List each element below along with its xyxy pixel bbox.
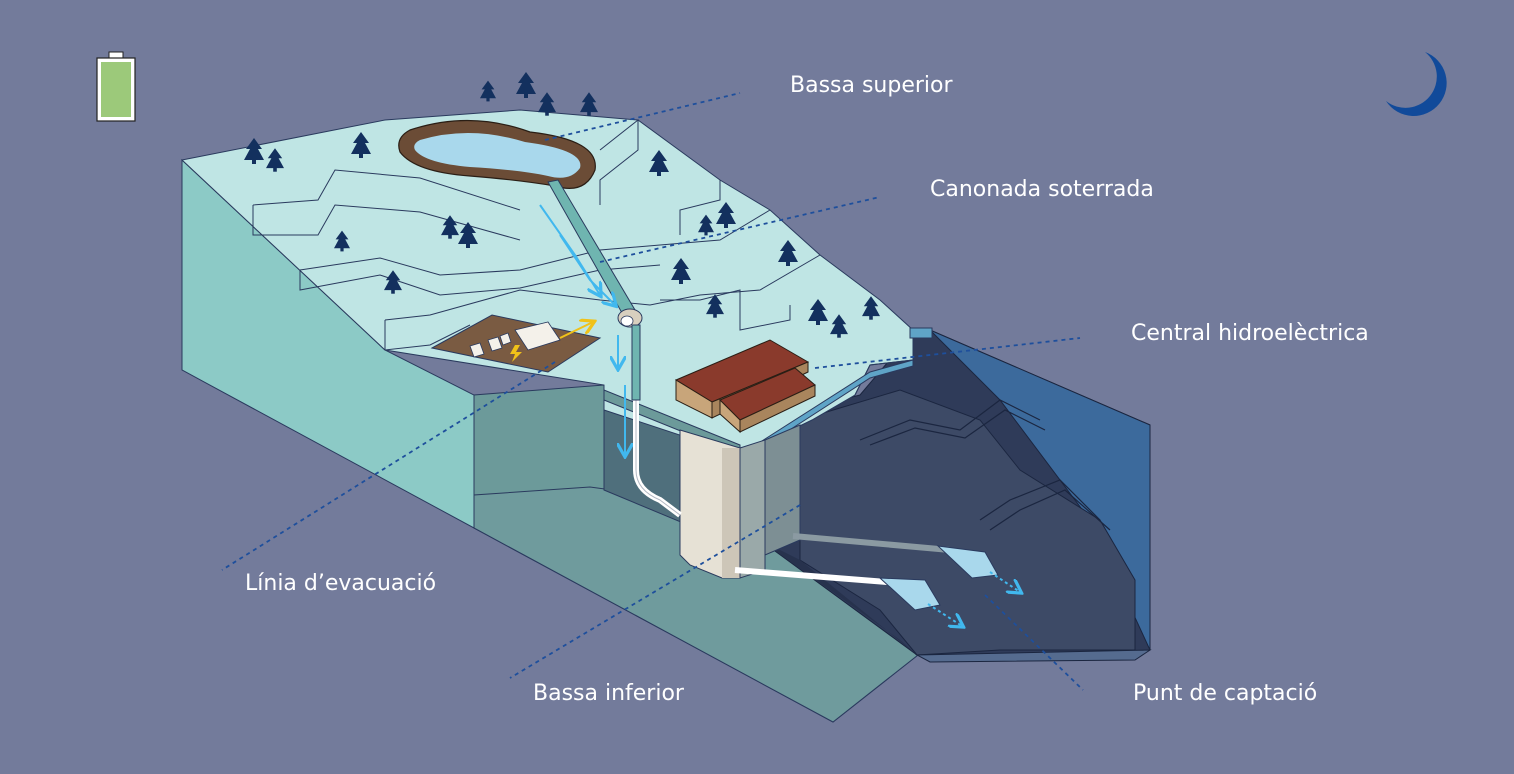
power-plant-building [674, 339, 816, 434]
buried-pipe-label: Canonada soterrada [930, 177, 1154, 202]
lower-reservoir-cavity [759, 329, 1152, 663]
leader-lines [221, 92, 1084, 691]
battery-full-icon [96, 51, 136, 122]
upper-reservoir-label: Bassa superior [790, 73, 953, 98]
substation [430, 314, 602, 373]
penstock-pipe [539, 179, 643, 455]
lower-reservoir-label: Bassa inferior [533, 681, 684, 706]
intake-point-label: Punt de captació [1133, 681, 1318, 706]
upper-reservoir [398, 119, 596, 189]
crescent-moon-icon [1386, 52, 1447, 116]
shaft-and-tunnels [633, 340, 1020, 626]
evacuation-line-label: Línia d’evacuació [245, 571, 437, 596]
power-plant-label: Central hidroelèctrica [1131, 321, 1369, 346]
